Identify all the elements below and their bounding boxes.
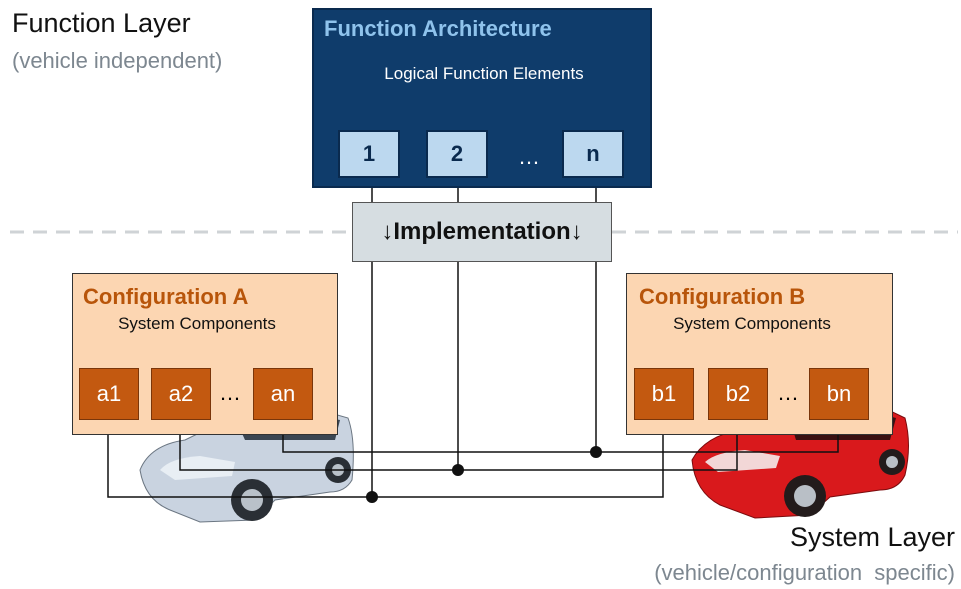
configuration-b-subtitle: System Components (673, 314, 831, 333)
configuration-b-title: Configuration B (639, 284, 806, 309)
function-architecture-box: Function Architecture Logical Function E… (312, 8, 652, 188)
configuration-a-box: Configuration A System Components a1 a2 … (72, 273, 338, 435)
function-layer-subtitle: (vehicle independent) (12, 48, 223, 73)
component-b1: b1 (634, 368, 694, 420)
component-a-ellipsis: … (219, 380, 241, 405)
configuration-b-box: Configuration B System Components b1 b2 … (626, 273, 893, 435)
logical-function-elements-label: Logical Function Elements (384, 64, 584, 83)
component-b2: b2 (708, 368, 768, 420)
system-layer-subtitle: (vehicle/configuration specific) (654, 560, 955, 585)
function-element-n: n (562, 130, 624, 178)
configuration-a-title: Configuration A (83, 284, 249, 309)
component-an: an (253, 368, 313, 420)
component-b-ellipsis: … (777, 380, 799, 405)
function-element-ellipsis: … (518, 144, 540, 169)
configuration-a-subtitle: System Components (118, 314, 276, 333)
component-bn: bn (809, 368, 869, 420)
function-element-2: 2 (426, 130, 488, 178)
function-element-1: 1 (338, 130, 400, 178)
component-a1: a1 (79, 368, 139, 420)
function-layer-title: Function Layer (12, 8, 191, 38)
component-a2: a2 (151, 368, 211, 420)
system-layer-title: System Layer (789, 522, 955, 552)
implementation-box: ↓Implementation↓ (352, 202, 612, 262)
junction-dots (366, 446, 602, 503)
function-architecture-title: Function Architecture (324, 16, 552, 41)
